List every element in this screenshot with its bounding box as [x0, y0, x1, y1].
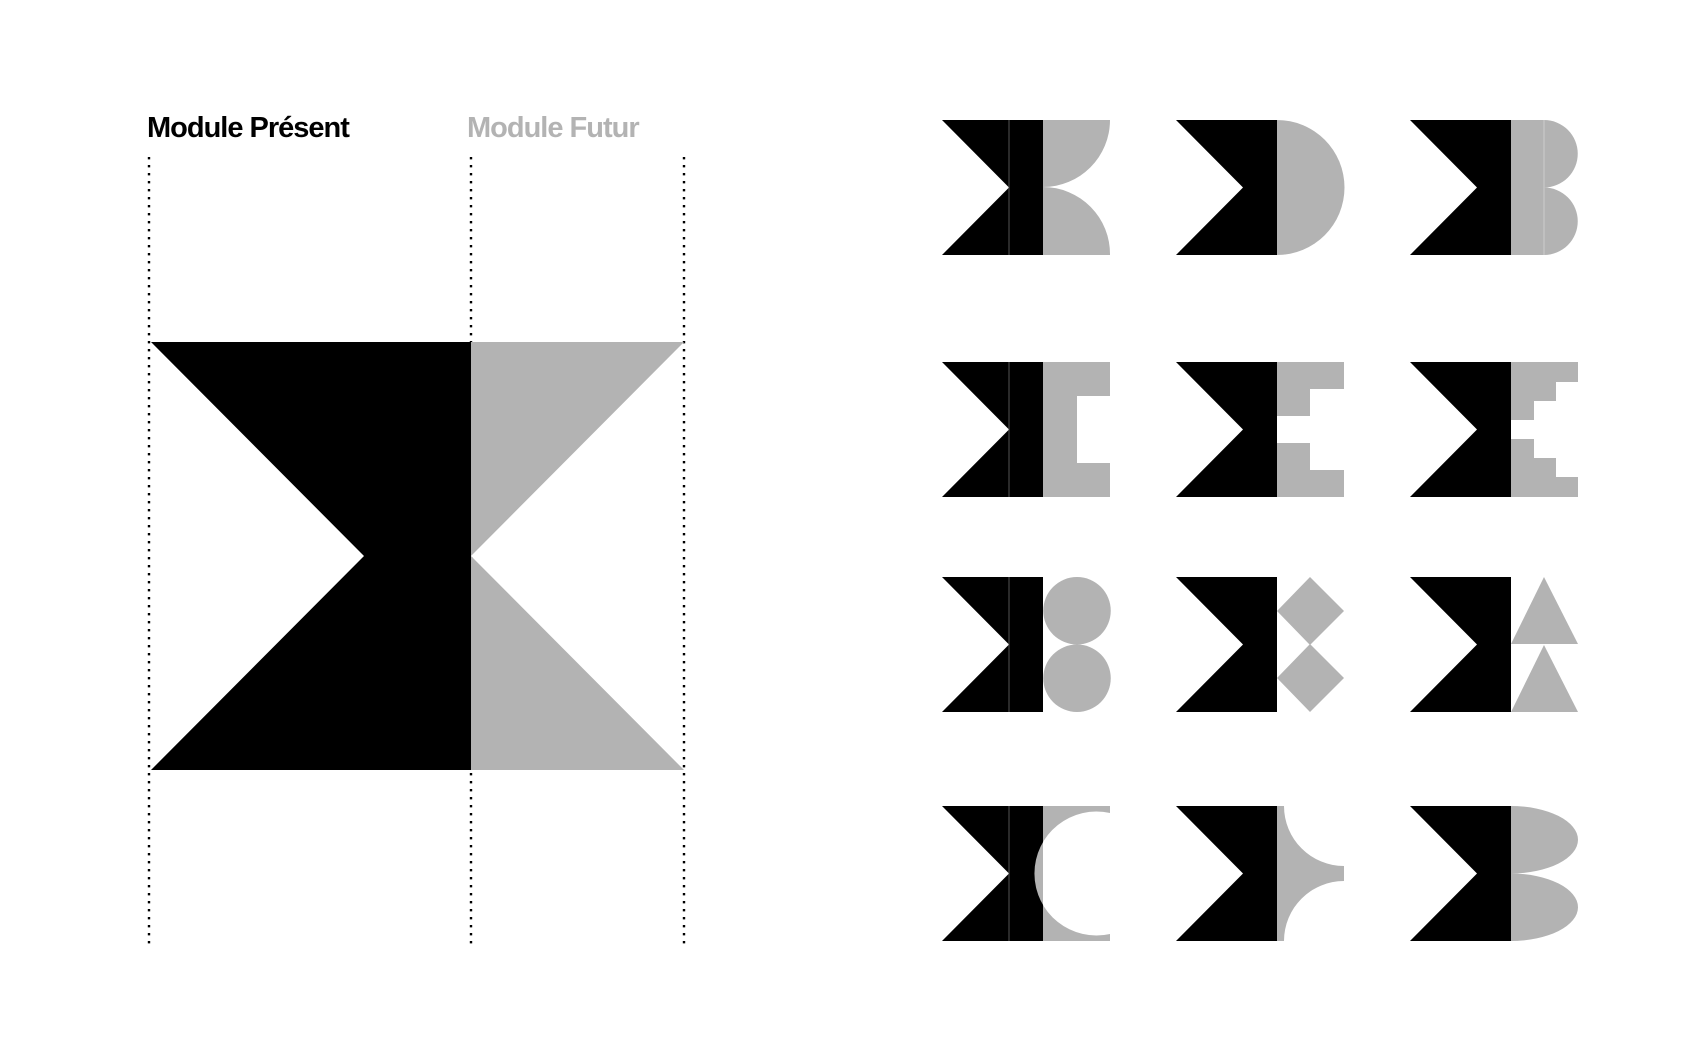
main-module	[151, 342, 684, 770]
variant-double-bump	[1410, 120, 1578, 255]
variant-futur-shape	[1511, 120, 1578, 255]
variant-futur-shape	[1277, 362, 1344, 497]
module-futur-label: Module Futur	[467, 112, 640, 144]
variant-futur-triangle-bottom	[1511, 645, 1578, 712]
variant-stepped-e	[1176, 362, 1344, 497]
variant-two-circles	[942, 577, 1111, 712]
variant-present-shape	[942, 120, 1043, 255]
variant-futur-circle-bottom	[1043, 644, 1111, 712]
variant-bracket	[942, 362, 1110, 497]
variant-double-lens	[1410, 806, 1578, 941]
variant-present-shape	[1410, 362, 1511, 497]
variant-futur-triangle-top	[1511, 577, 1578, 644]
variant-futur-shape	[1043, 120, 1111, 255]
variant-crescent	[942, 806, 1110, 941]
variant-present-shape	[1410, 120, 1511, 255]
variant-two-triangles	[1410, 577, 1578, 712]
variant-present-shape	[942, 362, 1043, 497]
variant-two-diamonds	[1176, 577, 1344, 712]
variant-present-shape	[1176, 120, 1277, 255]
variant-semicircle	[1176, 120, 1345, 255]
variant-futur-shape	[1034, 806, 1110, 941]
module-present-label: Module Présent	[147, 112, 350, 144]
variant-concave-arcs	[1176, 806, 1344, 941]
variant-futur-circle-top	[1043, 577, 1111, 645]
variant-present-shape	[1176, 362, 1277, 497]
variant-futur-shape	[1511, 362, 1578, 497]
variant-futur-diamond-bottom	[1277, 644, 1344, 712]
variant-futur-shape	[1277, 806, 1344, 941]
variant-futur-shape	[1277, 120, 1345, 255]
variant-futur-shape	[1511, 806, 1578, 941]
variant-present-shape	[942, 577, 1043, 712]
variant-futur-shape	[1043, 362, 1110, 497]
present-module-shape	[151, 342, 471, 770]
variant-staircase	[1410, 362, 1578, 497]
variant-present-shape	[942, 806, 1043, 941]
variant-present-shape	[1176, 577, 1277, 712]
variant-present-shape	[1410, 577, 1511, 712]
futur-module-shape	[471, 342, 684, 770]
variant-futur-diamond-top	[1277, 577, 1344, 645]
variant-present-shape	[1410, 806, 1511, 941]
variants-grid	[942, 120, 1578, 941]
variant-present-shape	[1176, 806, 1277, 941]
variant-split-quarter-circles	[942, 120, 1111, 255]
